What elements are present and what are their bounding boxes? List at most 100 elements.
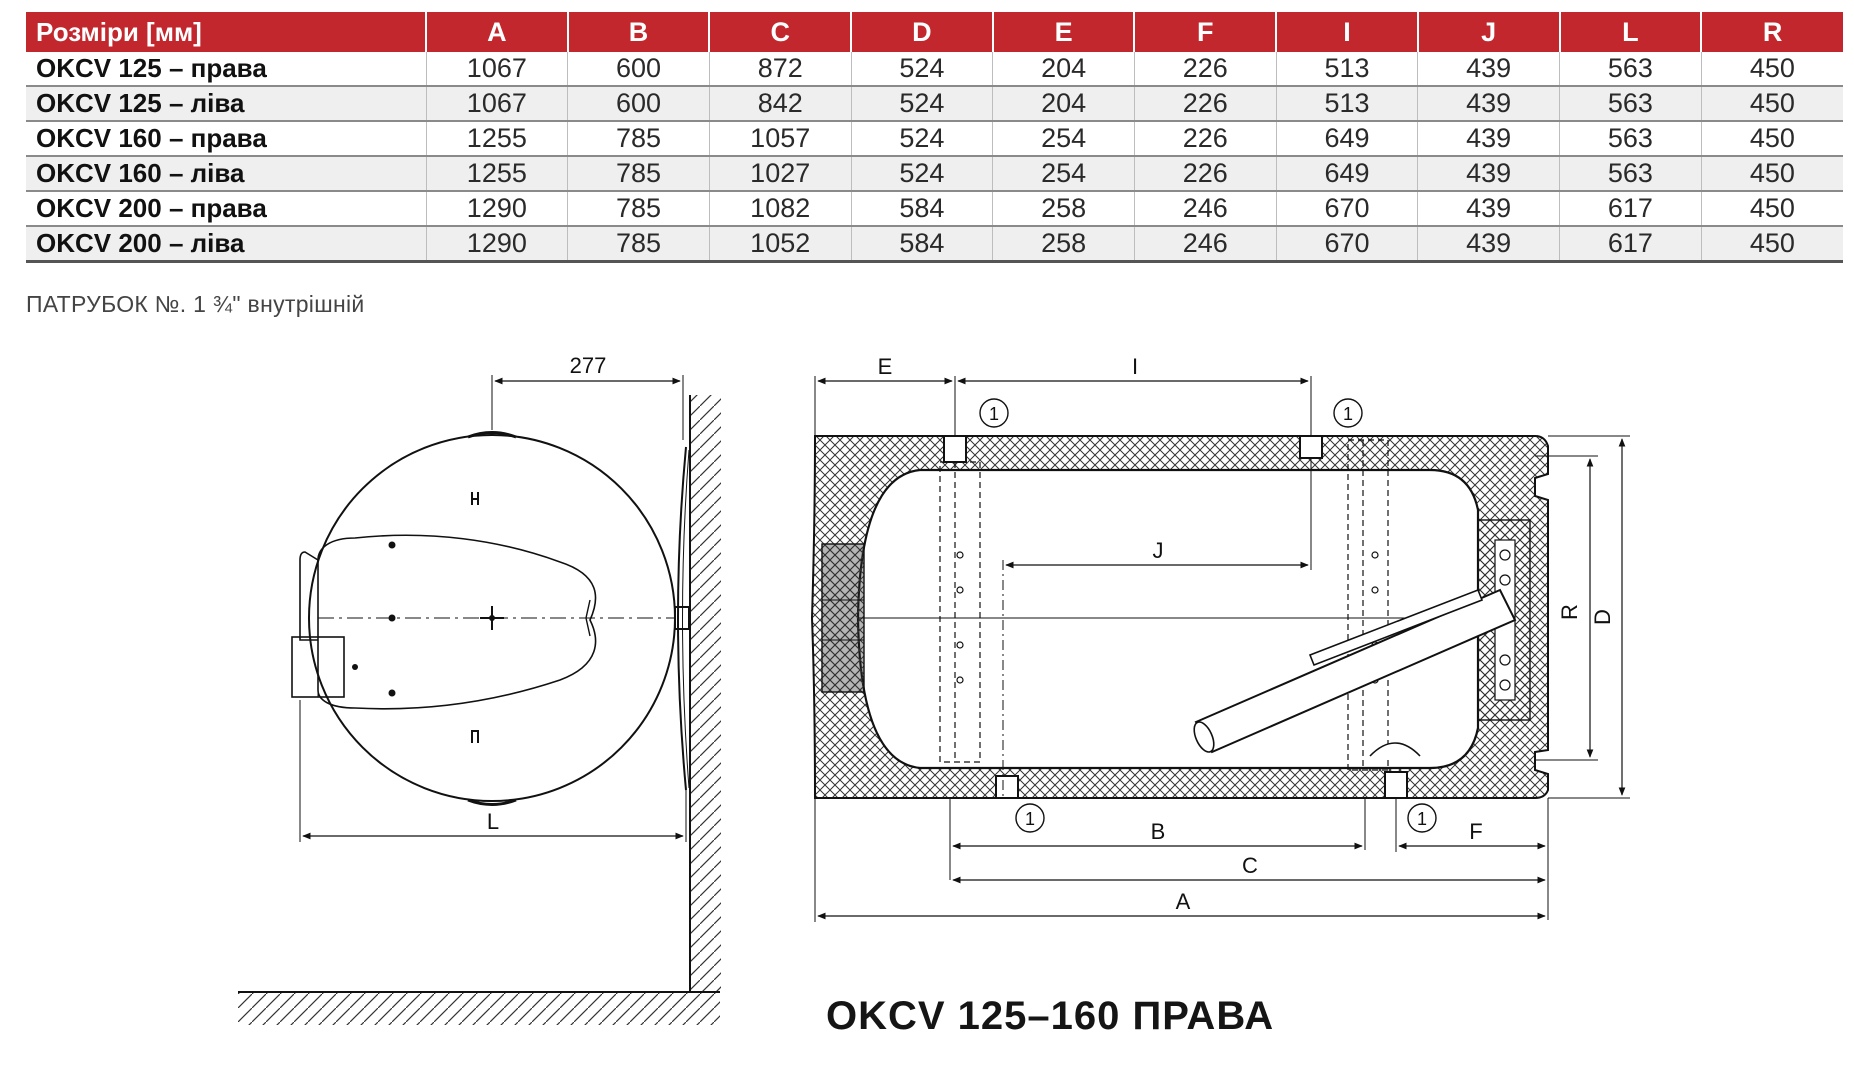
dimension-value-cell: 1255 [426, 156, 569, 192]
dimension-value-cell: 1052 [709, 226, 852, 263]
header-cell: I [1276, 12, 1419, 52]
dimension-value-cell: 439 [1417, 86, 1560, 122]
connection-marker-bottom-right: 1 [1407, 803, 1437, 833]
dimension-value-cell: 226 [1134, 86, 1277, 122]
dimension-value-cell: 254 [992, 121, 1135, 157]
dimension-value-cell: 1290 [426, 226, 569, 263]
dimension-value-cell: 204 [992, 52, 1135, 87]
model-name-cell: OKCV 125 – ліва [26, 86, 427, 122]
bottom-saddle [467, 798, 517, 806]
dimension-label-j: J [1153, 538, 1164, 563]
header-cell: J [1417, 12, 1561, 52]
dimension-label-d: D [1590, 609, 1615, 625]
model-name-cell: OKCV 200 – права [26, 191, 427, 227]
dimension-value-cell: 524 [851, 52, 994, 87]
dimension-value-cell: 524 [851, 121, 994, 157]
dimension-value-cell: 563 [1559, 156, 1702, 192]
floor [238, 991, 720, 1025]
svg-text:1: 1 [1025, 809, 1035, 829]
dimension-value-cell: 226 [1134, 52, 1277, 87]
dimension-value-cell: 584 [851, 226, 994, 263]
dimension-label-r: R [1557, 604, 1582, 620]
dimension-l: L [299, 700, 687, 842]
header-cell: B [567, 12, 711, 52]
dimension-d: D [1548, 435, 1630, 799]
model-name-cell: OKCV 160 – права [26, 121, 427, 157]
header-cell: Розміри [мм] [26, 12, 427, 52]
wall-vertical [689, 395, 721, 992]
header-cell: A [426, 12, 569, 52]
dimension-value-cell: 872 [709, 52, 852, 87]
svg-text:1: 1 [1417, 809, 1427, 829]
front-view: E I J B F C [810, 354, 1630, 922]
dimension-value-cell: 842 [709, 86, 852, 122]
dimension-value-cell: 670 [1276, 226, 1419, 263]
dimension-value-cell: 785 [567, 226, 710, 263]
dimension-b: B [949, 798, 1366, 880]
dimension-label-277: 277 [570, 353, 607, 378]
table-header-row: Розміри [мм] A B C D E F I J L R [26, 12, 1843, 52]
dimensions-table: Розміри [мм] A B C D E F I J L R OKCV 12… [26, 12, 1843, 263]
dimension-value-cell: 439 [1417, 52, 1560, 87]
dimension-value-cell: 785 [567, 156, 710, 192]
nozzle-top-left [943, 435, 967, 463]
thermostat-tube [1308, 588, 1484, 667]
nozzle-bottom-right [1384, 771, 1408, 799]
dimension-value-cell: 450 [1701, 156, 1843, 192]
thread-mark-bottom [471, 730, 479, 743]
wall-bracket [677, 446, 687, 791]
junction-box [299, 551, 319, 641]
dimension-value-cell: 439 [1417, 191, 1560, 227]
dimension-label-c: C [1242, 853, 1258, 878]
dimension-label-i: I [1132, 354, 1138, 379]
thread-mark-top [471, 492, 479, 505]
header-cell: E [992, 12, 1136, 52]
dimension-e: E [814, 354, 956, 436]
model-name-cell: OKCV 200 – ліва [26, 226, 427, 263]
nozzle-bottom-left [995, 775, 1019, 799]
heat-exchanger-right [1347, 439, 1389, 771]
dimension-value-cell: 649 [1276, 156, 1419, 192]
dimension-value-cell: 439 [1417, 156, 1560, 192]
dimension-value-cell: 246 [1134, 226, 1277, 263]
top-saddle [467, 431, 517, 439]
dimension-r: R [1535, 455, 1598, 761]
connection-marker-top-left: 1 [979, 398, 1009, 428]
svg-text:1: 1 [1343, 404, 1353, 424]
connection-marker-top-right: 1 [1333, 398, 1363, 428]
header-cell: F [1134, 12, 1278, 52]
tank-inner-cavity [856, 468, 1480, 770]
dimension-value-cell: 617 [1559, 226, 1702, 263]
dimension-value-cell: 785 [567, 121, 710, 157]
dimension-label-a: A [1176, 889, 1191, 914]
dimension-value-cell: 246 [1134, 191, 1277, 227]
dimension-label-e: E [878, 354, 893, 379]
dimension-value-cell: 204 [992, 86, 1135, 122]
dimension-value-cell: 439 [1417, 226, 1560, 263]
model-name-cell: OKCV 160 – ліва [26, 156, 427, 192]
dimension-value-cell: 450 [1701, 226, 1843, 263]
dimension-value-cell: 439 [1417, 121, 1560, 157]
svg-text:1: 1 [989, 404, 999, 424]
dimension-value-cell: 600 [567, 52, 710, 87]
dimension-value-cell: 563 [1559, 121, 1702, 157]
dimension-value-cell: 785 [567, 191, 710, 227]
dimension-value-cell: 1290 [426, 191, 569, 227]
dimension-value-cell: 1057 [709, 121, 852, 157]
header-cell: L [1559, 12, 1703, 52]
dimension-value-cell: 450 [1701, 86, 1843, 122]
dimension-label-b: B [1151, 819, 1166, 844]
dimension-label-l: L [487, 809, 499, 834]
dimension-value-cell: 1067 [426, 52, 569, 87]
dimension-value-cell: 254 [992, 156, 1135, 192]
dimension-value-cell: 524 [851, 86, 994, 122]
header-cell: C [709, 12, 853, 52]
dimension-value-cell: 524 [851, 156, 994, 192]
